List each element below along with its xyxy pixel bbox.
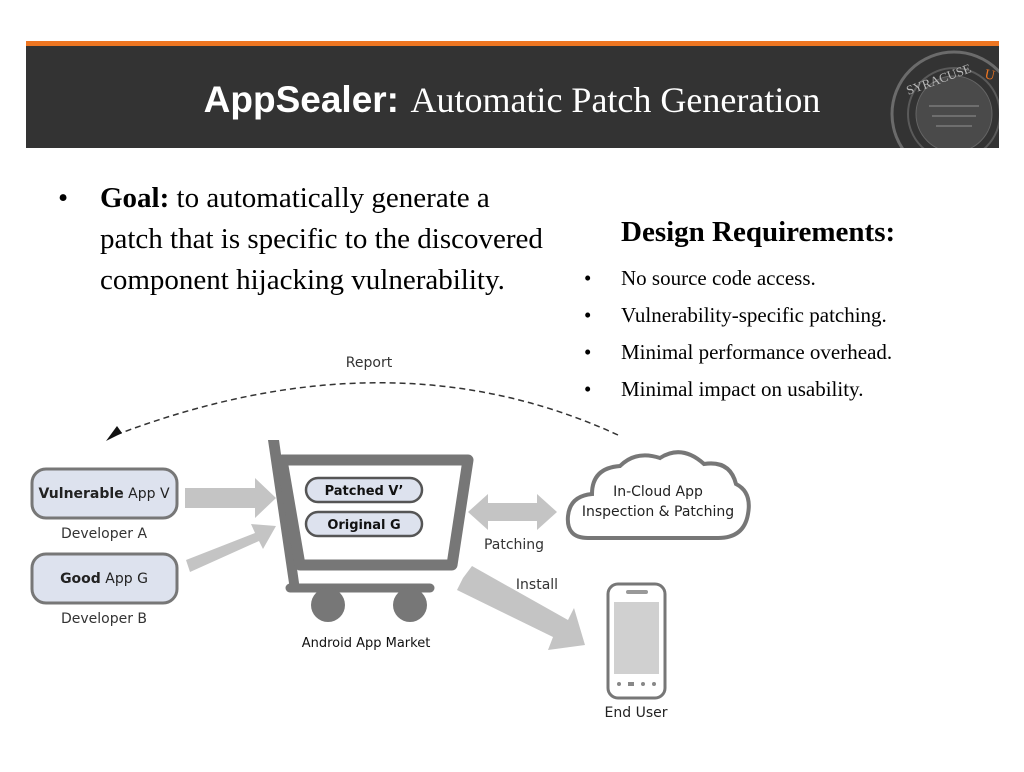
title-rest: Automatic Patch Generation	[410, 80, 821, 120]
app-g-bold: Good	[60, 571, 101, 587]
install-arrow	[457, 566, 585, 650]
upload-arrow-b	[186, 524, 276, 572]
appsealer-diagram: Report Vulnerable App V Developer A Good…	[0, 340, 1024, 768]
svg-text:U: U	[983, 67, 996, 84]
cloud-icon	[565, 450, 751, 540]
report-arrowhead-icon	[106, 426, 122, 441]
upload-arrow-a	[185, 478, 276, 518]
requirements-list: •No source code access. •Vulnerability-s…	[578, 260, 1008, 408]
bullet-dot: •	[58, 182, 69, 214]
cloud-line1: In-Cloud App	[613, 484, 703, 500]
report-arrow	[112, 382, 619, 437]
report-label: Report	[346, 355, 393, 371]
title-bar	[26, 41, 999, 148]
svg-text:Good App G: Good App G	[60, 571, 148, 587]
patched-v-box	[304, 476, 424, 504]
app-g-box	[30, 552, 179, 605]
app-v-box	[30, 467, 179, 520]
original-g-label: Original G	[327, 518, 400, 533]
cloud-line2: Inspection & Patching	[582, 504, 734, 520]
app-g-rest: App G	[101, 571, 148, 587]
goal-bullet: • Goal: to automatically generate a patc…	[58, 178, 558, 301]
title-bold: AppSealer:	[203, 79, 399, 120]
requirement-item: •No source code access.	[584, 266, 816, 290]
install-label: Install	[516, 577, 558, 593]
svg-text:Vulnerable App V: Vulnerable App V	[38, 486, 169, 502]
market-label: Android App Market	[302, 636, 431, 651]
patching-label: Patching	[484, 537, 544, 553]
developer-b-label: Developer B	[61, 611, 147, 627]
app-v-bold: Vulnerable	[38, 486, 123, 502]
syracuse-seal-icon: SYRACUSE U	[884, 46, 999, 148]
goal-description: to automatically generate a patch that i…	[100, 182, 543, 296]
original-g-box	[304, 510, 424, 538]
requirements-title: Design Requirements:	[621, 216, 896, 248]
end-user-label: End User	[605, 705, 668, 721]
developer-a-label: Developer A	[61, 526, 147, 542]
goal-label: Goal:	[100, 182, 170, 214]
requirement-item: •Minimal impact on usability.	[584, 377, 864, 401]
requirement-item: •Vulnerability-specific patching.	[584, 303, 887, 327]
slide-title: AppSealer: Automatic Patch Generation	[0, 50, 1024, 150]
patched-v-label: Patched V’	[325, 484, 404, 499]
phone-icon	[606, 582, 667, 700]
goal-text: Goal: to automatically generate a patch …	[100, 178, 558, 301]
patching-arrow	[468, 494, 557, 530]
cart-icon	[268, 440, 474, 622]
app-v-rest: App V	[124, 486, 170, 502]
design-requirements: Design Requirements: •No source code acc…	[578, 210, 1008, 408]
requirement-item: •Minimal performance overhead.	[584, 340, 893, 364]
